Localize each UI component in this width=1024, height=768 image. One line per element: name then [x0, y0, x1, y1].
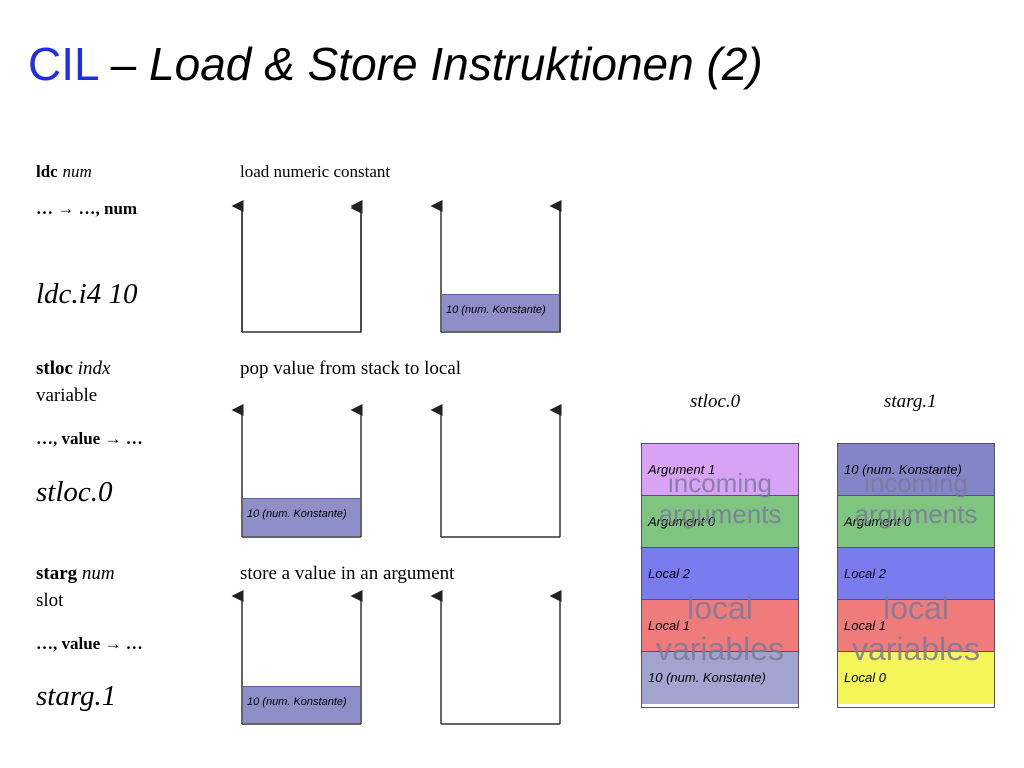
frame-caption: starg.1: [884, 391, 937, 412]
op-name: stloc: [36, 358, 73, 379]
stack-slot: 10 (num. Konstante): [243, 686, 360, 723]
stack-slot: 10 (num. Konstante): [442, 294, 559, 331]
frame-slot: Argument 0: [642, 496, 798, 548]
op-name: ldc: [36, 162, 58, 181]
stack-transition: …, value → …: [36, 429, 143, 448]
stack-transition: … → …, num: [36, 199, 138, 218]
title-dash: –: [110, 38, 137, 90]
stack-transition: …, value → …: [36, 634, 143, 653]
op-arg: num: [62, 162, 92, 181]
overlay-local: local: [687, 590, 753, 626]
op-description: load numeric constant: [240, 162, 391, 181]
example-instruction: stloc.0: [36, 476, 113, 508]
op-signature-starg: starg num: [36, 562, 115, 586]
frame-slot: Local 1: [838, 600, 994, 652]
frame-slot: Local 0: [838, 652, 994, 704]
frame-slot: Local 2: [838, 548, 994, 600]
overlay-arguments: arguments: [854, 499, 978, 529]
frame-slot: Local 1: [642, 600, 798, 652]
op-name: starg: [36, 563, 78, 584]
stack-slot: 10 (num. Konstante): [243, 498, 360, 536]
overlay-incoming: incoming: [863, 468, 969, 498]
example-instruction: ldc.i4 10: [36, 278, 138, 310]
op-signature-stloc: stloc indx: [36, 357, 110, 381]
op-arg: indx: [77, 358, 111, 379]
frame-slot: Argument 1: [642, 444, 798, 496]
op-description: store a value in an argument: [240, 563, 455, 584]
op-description: pop value from stack to local: [240, 358, 462, 379]
op-arg-continuation: slot: [36, 590, 64, 611]
overlay-variables: variables: [655, 631, 785, 667]
op-arg: num: [81, 563, 115, 584]
method-frame-starg: 10 (num. Konstante) Argument 0 Local 2 L…: [837, 443, 995, 708]
frame-caption: stloc.0: [690, 391, 741, 412]
example-instruction: starg.1: [36, 680, 117, 712]
frame-slot: 10 (num. Konstante): [642, 652, 798, 704]
slide-title: CIL – Load & Store Instruktionen (2): [28, 34, 763, 94]
title-prefix: CIL: [28, 38, 98, 90]
overlay-variables: variables: [851, 631, 981, 667]
stack-before-ldc: [241, 208, 361, 333]
op-signature-ldc: ldc num: [36, 160, 92, 184]
overlay-incoming: incoming: [667, 468, 773, 498]
frame-slot: 10 (num. Konstante): [838, 444, 994, 496]
frame-slot: Local 2: [642, 548, 798, 600]
overlay-local: local: [883, 590, 949, 626]
frame-slot: Argument 0: [838, 496, 994, 548]
method-frame-stloc: Argument 1 Argument 0 Local 2 Local 1 10…: [641, 443, 799, 708]
overlay-arguments: arguments: [658, 499, 782, 529]
op-arg-continuation: variable: [36, 385, 98, 406]
title-main: Load & Store Instruktionen (2): [149, 38, 763, 90]
